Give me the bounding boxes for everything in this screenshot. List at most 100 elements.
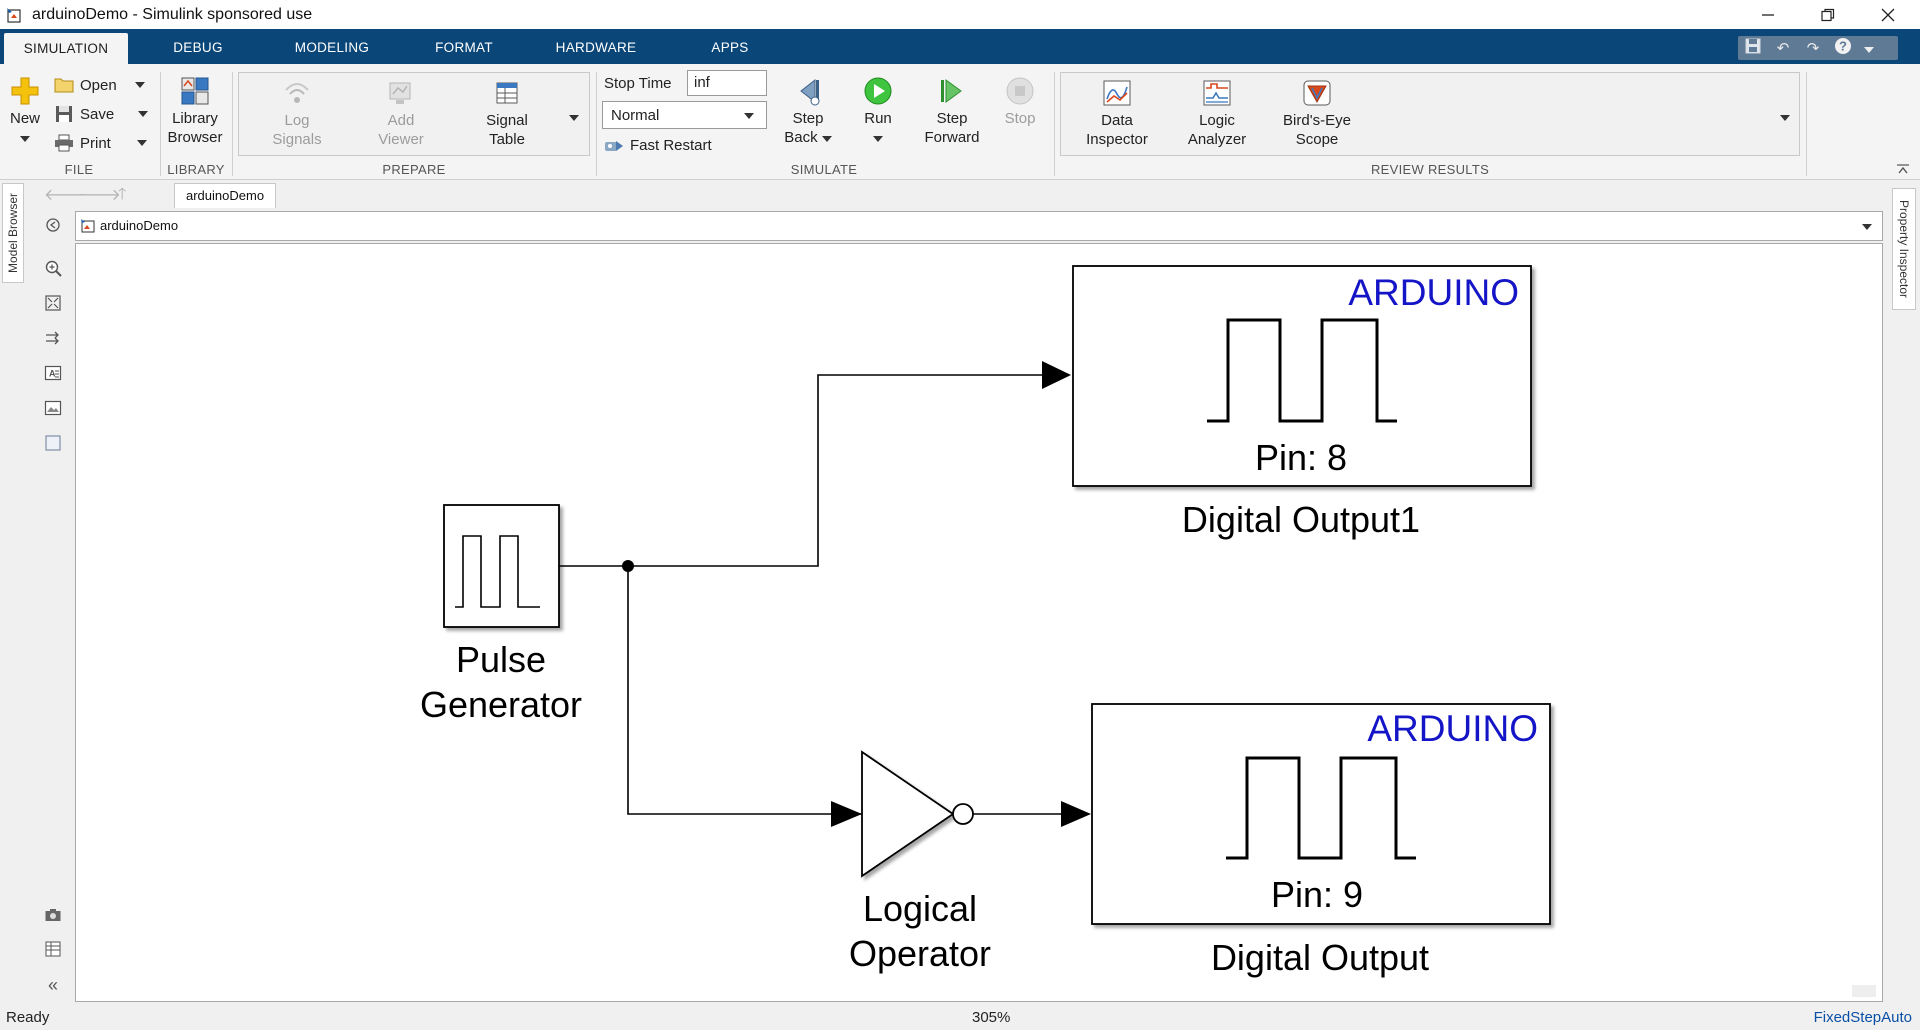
pulse-generator-name-line2: Generator [420, 684, 582, 725]
canvas-resize-grip[interactable] [1852, 985, 1876, 997]
prepare-group-label: PREPARE [382, 162, 446, 177]
group-separator [1054, 72, 1055, 176]
run-button[interactable]: Run [850, 76, 906, 147]
birds-eye-scope-icon [1303, 80, 1331, 106]
pulse-generator-name-line1: Pulse [456, 639, 546, 680]
help-dropdown-icon[interactable] [1858, 40, 1880, 57]
area-icon[interactable] [42, 432, 64, 454]
logic-analyzer-icon [1203, 80, 1231, 106]
solver-link[interactable]: FixedStepAuto [1813, 1009, 1912, 1026]
review-gallery-expand-icon[interactable] [1780, 108, 1790, 125]
svg-text:?: ? [1839, 39, 1847, 54]
up-arrow-icon[interactable]: 🡑 [118, 186, 127, 203]
add-viewer-icon [389, 82, 411, 104]
tab-simulation[interactable]: SIMULATION [4, 33, 128, 64]
new-label: New [9, 110, 40, 127]
add-viewer-button[interactable]: Add Viewer [362, 80, 440, 149]
quick-access-toolbar: ↶ ↷ ? [1738, 36, 1898, 60]
stop-time-label: Stop Time [604, 75, 672, 92]
log-signals-button[interactable]: Log Signals [258, 80, 336, 149]
file-group-label: FILE [64, 162, 94, 177]
new-plus-icon [11, 77, 39, 105]
signal-line-to-digital-output1[interactable] [559, 374, 1042, 567]
not-bubble [952, 803, 974, 825]
branch-point [622, 560, 634, 572]
fit-to-view-icon[interactable] [42, 292, 64, 314]
arrange-icon[interactable] [42, 327, 64, 349]
address-dropdown-icon[interactable] [1862, 224, 1872, 230]
arduino-brand-label: ARDUINO [1348, 272, 1519, 313]
step-back-button[interactable]: Step Back [776, 76, 840, 147]
back-arrow-icon[interactable]: 🡐 [44, 187, 87, 204]
address-crumb[interactable]: arduinoDemo [100, 218, 179, 233]
address-bar: arduinoDemo [75, 211, 1883, 241]
toolstrip-tabs: SIMULATION DEBUG MODELING FORMAT HARDWAR… [0, 29, 1920, 64]
logic-analyzer-button[interactable]: Logic Analyzer [1176, 78, 1258, 149]
restore-icon[interactable] [1800, 0, 1856, 29]
image-icon[interactable] [42, 397, 64, 419]
save-disk-icon [56, 106, 72, 122]
close-icon[interactable] [1860, 0, 1916, 29]
model-icon [81, 219, 95, 233]
quick-save-icon[interactable] [1738, 38, 1768, 58]
open-folder-icon [54, 78, 74, 93]
simulation-mode-select[interactable]: Normal [602, 101, 767, 129]
forward-arrow-icon[interactable]: 🡒 [78, 187, 121, 204]
open-button[interactable]: Open [54, 76, 145, 94]
redo-icon[interactable]: ↷ [1806, 40, 1820, 57]
help-icon[interactable]: ? [1828, 36, 1858, 60]
stop-button[interactable]: Stop [998, 76, 1042, 128]
new-button[interactable]: New [6, 76, 44, 147]
signal-line-to-logical-operator[interactable] [627, 566, 862, 815]
model-browser-tab[interactable]: Model Browser [2, 183, 24, 283]
birds-eye-scope-button[interactable]: Bird's-Eye Scope [1272, 78, 1362, 149]
log-signals-icon [285, 83, 309, 103]
model-canvas[interactable]: Pulse Generator Logical Operator ARDUINO… [75, 243, 1883, 1002]
digital-waveform-icon [1226, 756, 1416, 860]
pulse-waveform-icon [455, 535, 540, 608]
step-forward-button[interactable]: Step Forward [912, 76, 992, 147]
undo-icon[interactable]: ↶ [1776, 40, 1790, 57]
print-button[interactable]: Print [54, 134, 147, 152]
save-button[interactable]: Save [54, 105, 149, 123]
data-inspector-button[interactable]: Data Inspector [1076, 78, 1158, 149]
zoom-icon[interactable] [42, 257, 64, 279]
signal-table-button[interactable]: Signal Table [468, 80, 546, 149]
logical-operator-name-line2: Operator [849, 933, 991, 974]
tab-format[interactable]: FORMAT [435, 40, 493, 55]
tab-apps[interactable]: APPS [711, 40, 749, 55]
stop-time-input[interactable]: inf [687, 70, 767, 96]
zoom-level: 305% [972, 1009, 1011, 1026]
signal-table-icon [496, 82, 518, 104]
tab-debug[interactable]: DEBUG [173, 40, 223, 55]
fast-restart-toggle[interactable]: Fast Restart [604, 137, 712, 154]
screenshot-camera-icon[interactable] [42, 904, 64, 926]
printer-icon [55, 134, 73, 152]
pulse-generator-block[interactable]: Pulse Generator [420, 504, 582, 725]
logical-operator-name-line1: Logical [863, 888, 977, 929]
right-side-bar: Property Inspector [1888, 180, 1920, 1000]
hide-explorer-bar-icon[interactable] [42, 214, 64, 236]
prepare-gallery-expand-icon[interactable] [569, 108, 579, 125]
annotation-icon[interactable]: A [42, 362, 64, 384]
tab-modeling[interactable]: MODELING [294, 40, 370, 55]
property-inspector-tab[interactable]: Property Inspector [1892, 188, 1916, 310]
model-data-editor-icon[interactable] [42, 938, 64, 960]
library-browser-button[interactable]: Library Browser [164, 76, 226, 147]
logical-operator-block[interactable]: Logical Operator [849, 750, 991, 974]
status-bar: Ready 305% FixedStepAuto [0, 1003, 1920, 1030]
window-title: arduinoDemo - Simulink sponsored use [32, 5, 313, 23]
minimize-icon[interactable] [1740, 0, 1796, 29]
left-side-bar: Model Browser [0, 180, 28, 1000]
digital-output-block[interactable]: ARDUINO Pin: 9 Digital Output [1091, 703, 1551, 978]
simulate-group-label: SIMULATE [790, 162, 858, 177]
tab-hardware[interactable]: HARDWARE [555, 40, 637, 55]
collapse-palette-icon[interactable]: « [47, 974, 58, 995]
stop-icon [1006, 77, 1034, 105]
data-inspector-icon [1103, 80, 1131, 106]
input-port-arrow [1061, 801, 1091, 827]
collapse-toolstrip-icon[interactable] [1896, 162, 1910, 174]
model-tab[interactable]: arduinoDemo [174, 183, 277, 208]
digital-output1-block[interactable]: ARDUINO Pin: 8 Digital Output1 [1072, 265, 1532, 540]
step-back-icon [800, 78, 820, 106]
